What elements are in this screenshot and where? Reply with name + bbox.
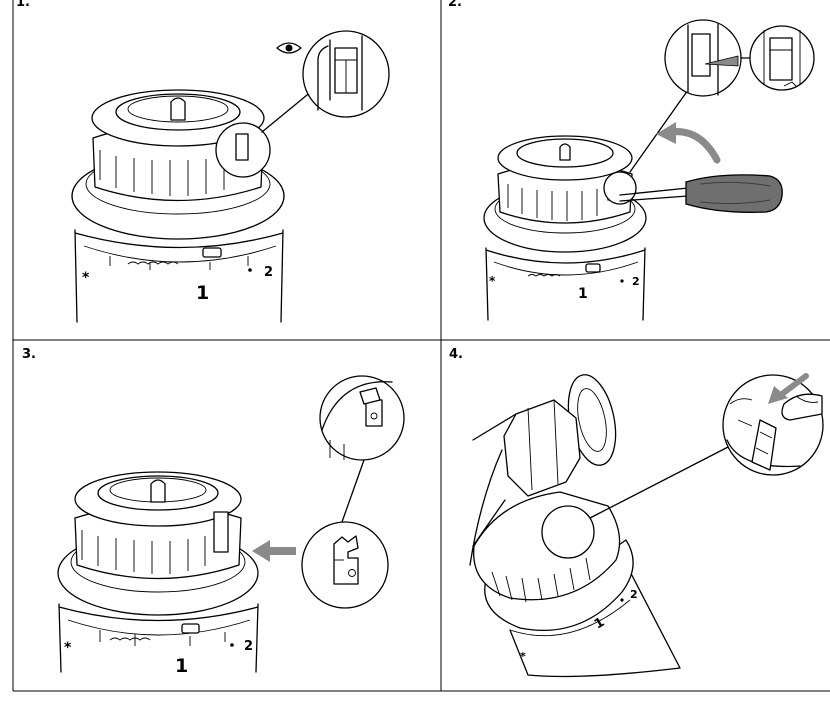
adapter-cap	[497, 135, 633, 224]
curved-arrow-icon	[656, 122, 721, 164]
detail-callout-1	[215, 30, 390, 178]
svg-text:*: *	[64, 640, 72, 656]
dial-mark-4: 2	[630, 588, 638, 601]
detail-callout-4	[541, 374, 824, 559]
detail-callout-2	[603, 19, 815, 205]
dial-number-1: 1	[196, 282, 209, 304]
adapter-cap	[74, 471, 242, 580]
arrow-left-icon	[252, 540, 296, 562]
arrow-down-left-icon	[768, 373, 809, 404]
valve-pipe	[469, 374, 617, 566]
dial-mark-1: 2	[264, 265, 273, 280]
dial-mark-2: 2	[632, 275, 640, 288]
dial-number-3: 1	[175, 655, 188, 677]
step-label-3: 3.	[22, 347, 36, 362]
panel-grid	[12, 0, 830, 692]
screwdriver	[619, 174, 783, 213]
panel-step-1: 1. * 2 1	[16, 0, 390, 323]
panel-step-4: 4. * 2 1	[449, 347, 824, 678]
dial-number-2: 1	[578, 286, 588, 302]
svg-text:*: *	[520, 650, 526, 663]
step-label-2: 2.	[448, 0, 462, 10]
thermostat-base: * 2 1	[74, 229, 284, 323]
svg-text:*: *	[489, 274, 496, 288]
thermostat-base: * 2 1	[58, 603, 259, 677]
detail-callout-3	[301, 375, 405, 609]
step-label-4: 4.	[449, 347, 463, 362]
thermostat-base: * 2 1	[485, 247, 646, 321]
panel-step-3: 3. * 2 1	[22, 347, 405, 677]
eye-icon	[276, 42, 302, 54]
dial-mark-3: 2	[244, 639, 253, 654]
step-label-1: 1.	[16, 0, 30, 10]
panel-step-2: 2. * 2 1	[448, 0, 815, 321]
svg-text:*: *	[82, 270, 90, 286]
